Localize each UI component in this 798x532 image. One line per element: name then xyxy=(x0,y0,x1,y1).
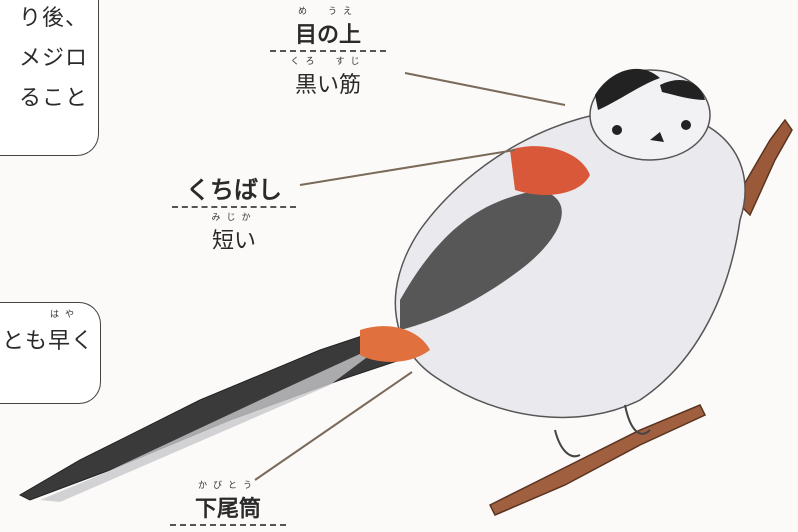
tail-ruby: かびとう xyxy=(170,478,286,491)
beak-dash xyxy=(172,206,296,208)
bubble-mid-line: とも早く xyxy=(2,323,94,355)
tail-dash xyxy=(170,524,286,526)
eye-top-desc-ruby: くろ すじ xyxy=(270,54,386,67)
leader-eye xyxy=(405,73,565,105)
label-tail: かびとう 下尾筒 xyxy=(170,478,286,528)
bubble-top-line-1: り後、 xyxy=(19,0,88,32)
label-beak: くちばし みじか 短い xyxy=(172,170,296,255)
bird-eye xyxy=(612,125,622,135)
eye-top-ruby: め うえ xyxy=(270,4,386,17)
eye-top-term: 目の上 xyxy=(270,17,386,49)
text-bubble-mid: はや とも早く xyxy=(0,302,101,404)
bubble-top-line-2: メジロ xyxy=(19,40,88,72)
bubble-mid-ruby: はや xyxy=(50,307,80,320)
eye-top-dash xyxy=(270,50,386,52)
text-bubble-top: り後、 メジロ ること xyxy=(0,0,99,156)
eye-top-desc: 黒い筋 xyxy=(270,67,386,99)
tail-term: 下尾筒 xyxy=(170,491,286,523)
label-eye-top: め うえ 目の上 くろ すじ 黒い筋 xyxy=(270,4,386,99)
beak-term: くちばし xyxy=(172,170,296,205)
beak-desc: 短い xyxy=(172,223,296,255)
beak-desc-ruby: みじか xyxy=(172,210,296,223)
bubble-top-line-3: ること xyxy=(19,80,88,112)
branch-lower xyxy=(490,405,705,515)
